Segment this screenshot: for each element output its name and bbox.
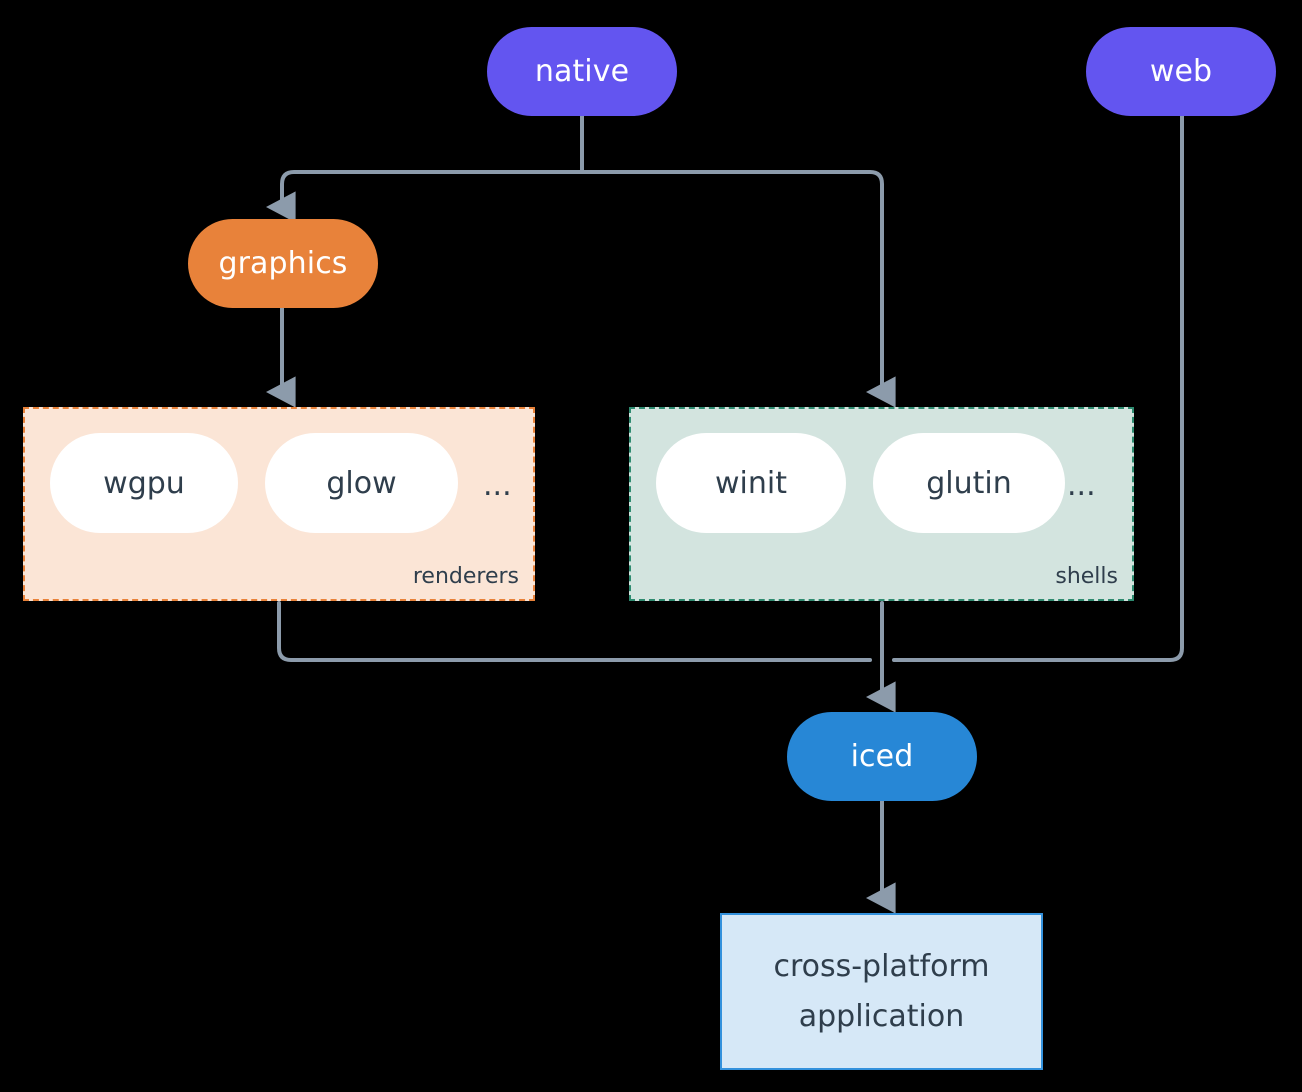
chip-glow-label: glow (326, 465, 397, 501)
node-web-label: web (1149, 54, 1213, 89)
shells-ellipsis: ... (1067, 468, 1096, 503)
chip-wgpu-label: wgpu (103, 465, 185, 501)
node-iced[interactable]: iced (787, 712, 977, 801)
node-graphics-label: graphics (218, 246, 348, 281)
renderers-ellipsis: ... (483, 468, 512, 503)
node-web[interactable]: web (1086, 27, 1276, 116)
node-native[interactable]: native (487, 27, 677, 116)
chip-glow[interactable]: glow (265, 433, 458, 533)
group-shells-label: shells (1055, 564, 1118, 589)
node-iced-label: iced (850, 739, 914, 774)
chip-glutin-label: glutin (926, 465, 1012, 501)
group-renderers-label: renderers (412, 564, 519, 589)
chip-wgpu[interactable]: wgpu (50, 433, 238, 533)
node-native-label: native (534, 54, 630, 89)
group-shells[interactable]: winit glutin ... shells (629, 407, 1134, 601)
chip-winit-label: winit (715, 465, 787, 501)
node-graphics[interactable]: graphics (188, 219, 378, 308)
node-application-label-line1: cross-platform (773, 949, 990, 984)
edge-native-to-graphics (265, 170, 584, 223)
node-application[interactable]: cross-platform application (720, 913, 1043, 1070)
edge-native-to-shells (580, 170, 896, 408)
chip-winit[interactable]: winit (656, 433, 846, 533)
node-application-label-line2: application (798, 998, 965, 1034)
chip-glutin[interactable]: glutin (873, 433, 1065, 533)
group-renderers[interactable]: wgpu glow ... renderers (23, 407, 535, 601)
edge-renderers-to-iced (277, 601, 872, 662)
